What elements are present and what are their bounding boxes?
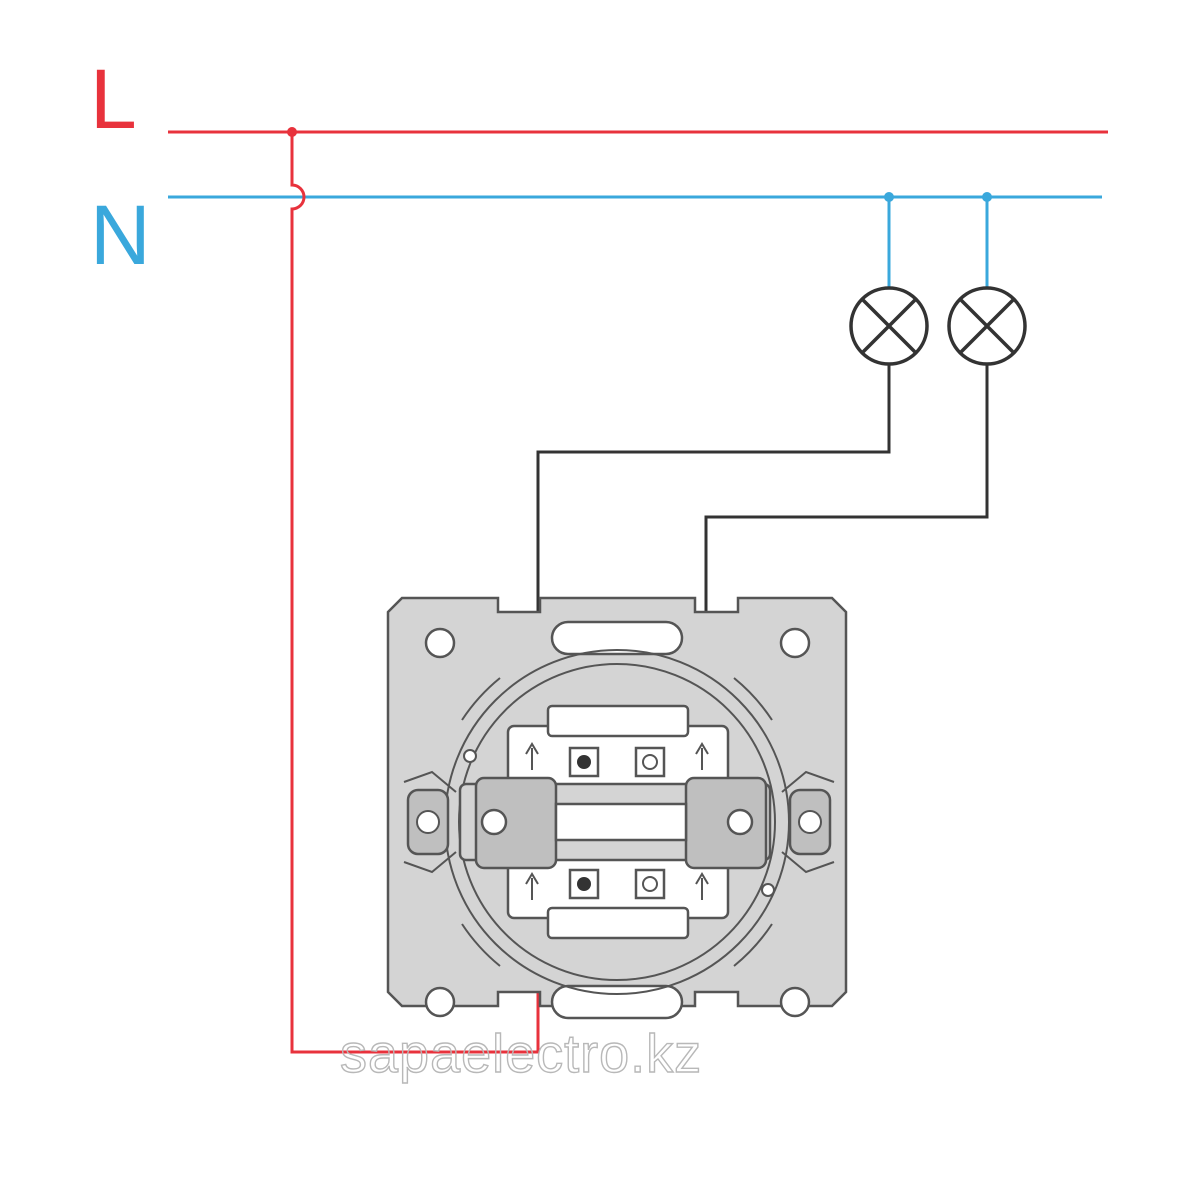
live-label: L	[90, 52, 137, 146]
terminal-screw	[726, 808, 754, 836]
arrow-up-icon	[695, 742, 709, 770]
screw-hole	[779, 627, 811, 659]
screw-hole	[424, 986, 456, 1018]
screw-hole	[424, 627, 456, 659]
neutral-drop-wires	[884, 192, 992, 287]
arrow-up-icon	[525, 872, 539, 900]
side-clamp	[403, 770, 457, 874]
arrow-up-icon	[525, 742, 539, 770]
watermark: sapaelectro.kz	[340, 1024, 702, 1084]
neutral-label: N	[90, 188, 151, 282]
mounting-slot	[550, 620, 684, 656]
side-clamp	[781, 770, 835, 874]
arrow-up-icon	[695, 872, 709, 900]
terminal-screw	[480, 808, 508, 836]
terminal-block	[568, 746, 666, 900]
lamp-cross-icon	[947, 286, 1027, 366]
double-switch-mechanism-icon	[386, 596, 848, 1020]
screw-hole	[779, 986, 811, 1018]
live-feed-wire	[287, 127, 540, 1054]
mounting-slot	[550, 984, 684, 1020]
lamp-cross-icon	[849, 286, 929, 366]
